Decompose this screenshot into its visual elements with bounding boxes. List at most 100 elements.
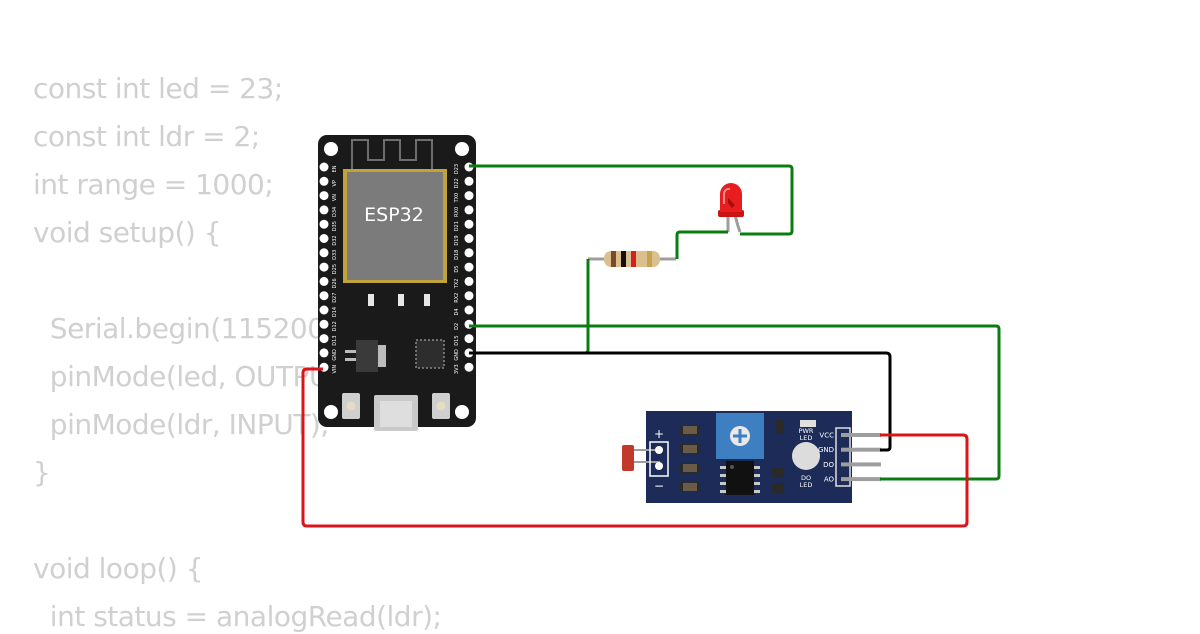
module-pin-label: GND <box>818 446 834 454</box>
pin-hole[interactable] <box>319 248 329 258</box>
pwr-led <box>800 420 816 427</box>
pin-label: D15 <box>454 335 460 345</box>
pin-hole[interactable] <box>319 176 329 186</box>
boot-button-cap[interactable] <box>436 401 446 411</box>
pin-hole[interactable] <box>464 219 474 229</box>
pin-hole[interactable] <box>319 162 329 172</box>
pin-hole[interactable] <box>319 219 329 229</box>
code-line: const int ldr = 2; <box>33 120 260 153</box>
esp32-board[interactable]: ESP32 ENVPVND34D35D32D33D25D26D27D14D12D… <box>318 135 476 431</box>
pin-hole[interactable] <box>464 176 474 186</box>
comparator-chip <box>726 461 754 495</box>
smd-part <box>772 483 784 493</box>
module-pin[interactable] <box>841 433 881 437</box>
pin-hole[interactable] <box>319 234 329 243</box>
pin-hole[interactable] <box>464 191 474 201</box>
chip-pin <box>720 474 726 477</box>
regulator-pin <box>345 350 356 353</box>
chip-pin <box>720 490 726 493</box>
pin-label: D34 <box>332 207 338 217</box>
smd-resistor-body <box>683 483 697 491</box>
pin-label: TX0 <box>454 193 460 204</box>
pin-label: VIN <box>332 365 338 374</box>
regulator-tab <box>378 345 386 367</box>
ldr-sensor-module[interactable]: + − PWR LED DO LED <box>622 411 881 503</box>
pin-hole[interactable] <box>464 291 474 301</box>
esp32-chip <box>347 172 443 280</box>
mounting-hole <box>455 405 469 419</box>
wire-vin-vcc <box>301 367 969 528</box>
chip-label: ESP32 <box>364 204 424 226</box>
module-pin[interactable] <box>841 477 881 482</box>
pin-label: D26 <box>332 278 338 288</box>
pin-label: D23 <box>454 164 460 174</box>
pin-label: D5 <box>454 266 460 273</box>
pin-hole[interactable] <box>464 276 474 286</box>
pin-label: VP <box>332 180 338 186</box>
pin-label: D35 <box>332 221 338 231</box>
red-led[interactable] <box>718 183 744 233</box>
pin-label: GND <box>454 349 460 361</box>
do-led-label: LED <box>800 481 813 489</box>
photoresistor <box>622 445 634 471</box>
pin-hole[interactable] <box>464 334 474 344</box>
code-line: int status = analogRead(ldr); <box>33 600 442 633</box>
smd-resistor-body <box>683 445 697 453</box>
pin-label: RX0 <box>454 207 460 217</box>
smd-resistor-body <box>683 464 697 472</box>
pin-label: D4 <box>454 308 460 315</box>
wire-resistor-gnd <box>469 259 590 355</box>
ldr-header-outline <box>649 441 669 477</box>
pin-hole[interactable] <box>464 205 474 215</box>
pin-hole[interactable] <box>319 305 329 315</box>
right-pin-header: D23D22TX0RX0D21D19D18D5TX2RX2D4D2D15GND3… <box>454 162 474 374</box>
pin-label: VN <box>332 194 338 201</box>
pin-label: D21 <box>454 221 460 231</box>
ldr-pad <box>655 446 663 454</box>
wire-gnd <box>469 351 892 452</box>
pin-hole[interactable] <box>319 319 329 329</box>
pin-hole[interactable] <box>319 291 329 301</box>
module-pin-label: VCC <box>819 432 834 440</box>
pin-hole[interactable] <box>464 305 474 315</box>
chip-pin <box>720 482 726 485</box>
pin-hole[interactable] <box>464 262 474 272</box>
minus-label: − <box>654 479 664 493</box>
pin-hole[interactable] <box>319 334 329 344</box>
pin-label: D33 <box>332 250 338 260</box>
wire-d2-ao <box>469 324 1001 481</box>
chip-pin <box>754 490 760 493</box>
pin-hole[interactable] <box>319 276 329 286</box>
pin-hole[interactable] <box>319 262 329 272</box>
smd-component <box>398 294 404 306</box>
pin-label: 3V3 <box>454 364 460 374</box>
pin-hole[interactable] <box>464 362 474 372</box>
pin-label: D14 <box>332 307 338 317</box>
resistor[interactable] <box>588 251 676 267</box>
chip-pin <box>754 474 760 477</box>
do-led-label: DO <box>801 474 811 482</box>
pin-hole[interactable] <box>319 205 329 215</box>
module-pin[interactable] <box>841 447 881 452</box>
pin-label: D27 <box>332 293 338 303</box>
pin-hole[interactable] <box>319 348 329 358</box>
chip-pin <box>720 466 726 469</box>
pin-hole[interactable] <box>464 248 474 258</box>
module-pin-label: AO <box>824 476 835 484</box>
resistor-band <box>621 251 626 267</box>
pin-hole[interactable] <box>464 234 474 243</box>
wires <box>301 164 1001 528</box>
pin-hole[interactable] <box>319 191 329 201</box>
module-pin[interactable] <box>841 462 881 467</box>
pin-label: RX2 <box>454 293 460 303</box>
pin-label: GND <box>332 349 338 361</box>
en-button-cap[interactable] <box>346 401 356 411</box>
code-line: const int led = 23; <box>33 72 283 105</box>
code-line: int range = 1000; <box>33 168 274 201</box>
smd-part <box>776 420 784 434</box>
pin-label: D13 <box>332 335 338 345</box>
smd-component <box>424 294 430 306</box>
wire-led-resistor <box>675 230 728 259</box>
